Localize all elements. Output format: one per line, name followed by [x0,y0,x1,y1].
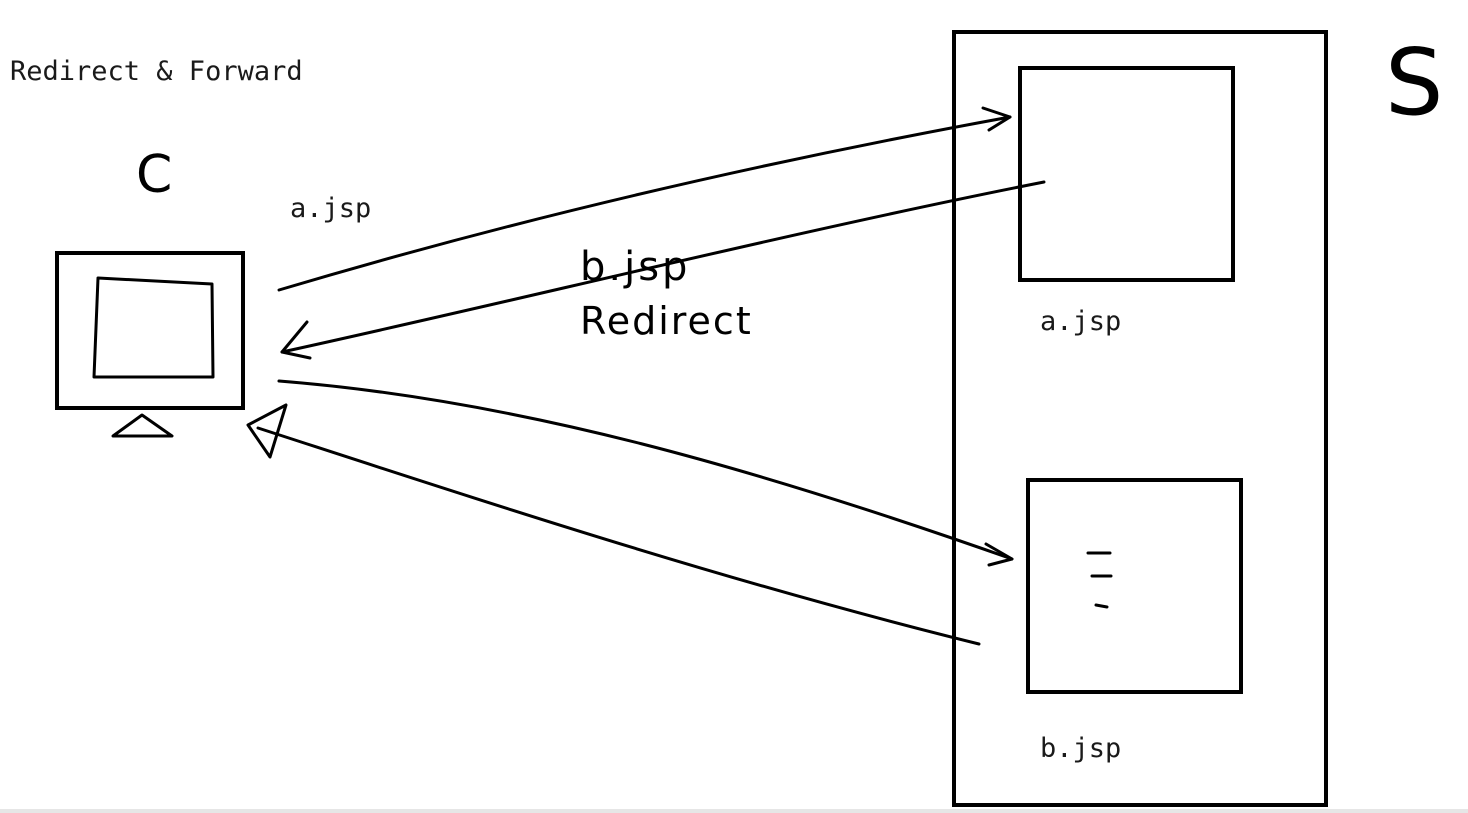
monitor-frame [55,251,245,410]
bottom-rule [0,809,1468,813]
diagram-title: Redirect & Forward [10,56,303,87]
arrow-redirect-response [280,180,1046,360]
redirect-note-target: b.jsp [580,244,690,290]
page-box-a [1018,66,1235,282]
redirect-note-label: Redirect [580,299,753,343]
arrow-request-to-b [277,379,1014,567]
server-box [952,30,1328,807]
page-label-a: a.jsp [1040,306,1121,337]
page-b-content-marks [1086,551,1113,609]
monitor-screen [92,276,215,379]
request-label: a.jsp [290,193,371,224]
client-label: C [136,145,172,205]
page-label-b: b.jsp [1040,733,1121,764]
server-label: S [1385,29,1443,136]
page-box-b [1026,478,1243,694]
monitor-stand [111,413,174,438]
monitor-icon [55,251,245,438]
arrow-response-from-b [246,403,981,646]
arrow-request-to-a [277,106,1012,292]
